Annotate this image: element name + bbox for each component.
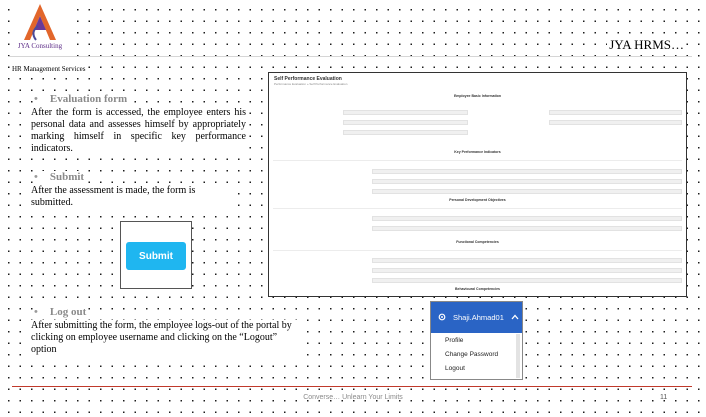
evaluation-form-screenshot: Self Performance Evaluation Performance … bbox=[268, 72, 687, 297]
page-number: 11 bbox=[660, 394, 668, 401]
form-field[interactable] bbox=[343, 110, 468, 115]
section-heading-logout: •Log out bbox=[34, 306, 87, 318]
submit-button[interactable]: Submit bbox=[126, 242, 186, 270]
form-field[interactable] bbox=[549, 120, 682, 125]
username-label[interactable]: Shaji.Ahmad01 bbox=[453, 313, 504, 322]
form-section-functional: Functional Competencies bbox=[456, 240, 499, 244]
brand-title: JYA HRMS… bbox=[607, 37, 686, 53]
form-field[interactable] bbox=[372, 169, 682, 174]
section-heading-evaluation: •Evaluation form bbox=[34, 93, 128, 105]
submit-button-screenshot: Submit bbox=[120, 221, 192, 289]
header-divider bbox=[8, 56, 692, 57]
footer-tagline: Converse… Unlearn Your Limits bbox=[303, 394, 403, 401]
user-menu-screenshot: Shaji.Ahmad01 Profile Change Password Lo… bbox=[430, 301, 523, 380]
table-divider bbox=[273, 208, 682, 209]
user-menu-header[interactable]: Shaji.Ahmad01 bbox=[431, 302, 522, 333]
settings-icon bbox=[438, 313, 446, 321]
section-body-submit: After the assessment is made, the form i… bbox=[31, 185, 236, 209]
logo-mark-icon bbox=[24, 4, 56, 41]
form-field[interactable] bbox=[372, 179, 682, 184]
table-divider bbox=[273, 250, 682, 251]
form-section-basic-info: Employee Basic Information bbox=[453, 94, 502, 98]
bullet-icon: • bbox=[34, 171, 38, 183]
bullet-icon: • bbox=[34, 93, 38, 105]
form-section-kpi: Key Performance Indicators bbox=[454, 150, 501, 154]
subtitle: HR Management Services bbox=[12, 65, 86, 73]
form-field[interactable] bbox=[549, 110, 682, 115]
footer-divider bbox=[12, 386, 692, 387]
bullet-icon: • bbox=[34, 306, 38, 318]
company-logo: JYA Consulting bbox=[10, 2, 70, 56]
form-field[interactable] bbox=[343, 120, 468, 125]
form-field[interactable] bbox=[372, 216, 682, 221]
logo-text: JYA Consulting bbox=[17, 42, 63, 50]
menu-item-logout[interactable]: Logout bbox=[445, 365, 465, 372]
section-heading-submit: •Submit bbox=[34, 171, 85, 183]
scrollbar[interactable] bbox=[516, 334, 520, 378]
form-breadcrumb: Performance Evaluation » Self Performanc… bbox=[274, 82, 348, 86]
form-section-pdo: Personal Development Objectives bbox=[449, 198, 506, 202]
form-section-behavioural: Behavioural Competencies bbox=[455, 287, 500, 291]
chevron-up-icon bbox=[511, 314, 519, 320]
form-field[interactable] bbox=[372, 189, 682, 194]
form-field[interactable] bbox=[372, 258, 682, 263]
form-field[interactable] bbox=[372, 278, 682, 283]
section-body-logout: After submitting the form, the employee … bbox=[31, 320, 303, 356]
menu-item-change-password[interactable]: Change Password bbox=[445, 351, 499, 358]
form-field[interactable] bbox=[372, 226, 682, 231]
table-divider bbox=[273, 160, 682, 161]
menu-item-profile[interactable]: Profile bbox=[445, 337, 464, 344]
form-title: Self Performance Evaluation bbox=[274, 76, 342, 82]
form-field[interactable] bbox=[343, 130, 468, 135]
section-body-evaluation: After the form is accessed, the employee… bbox=[31, 107, 246, 155]
form-field[interactable] bbox=[372, 268, 682, 273]
